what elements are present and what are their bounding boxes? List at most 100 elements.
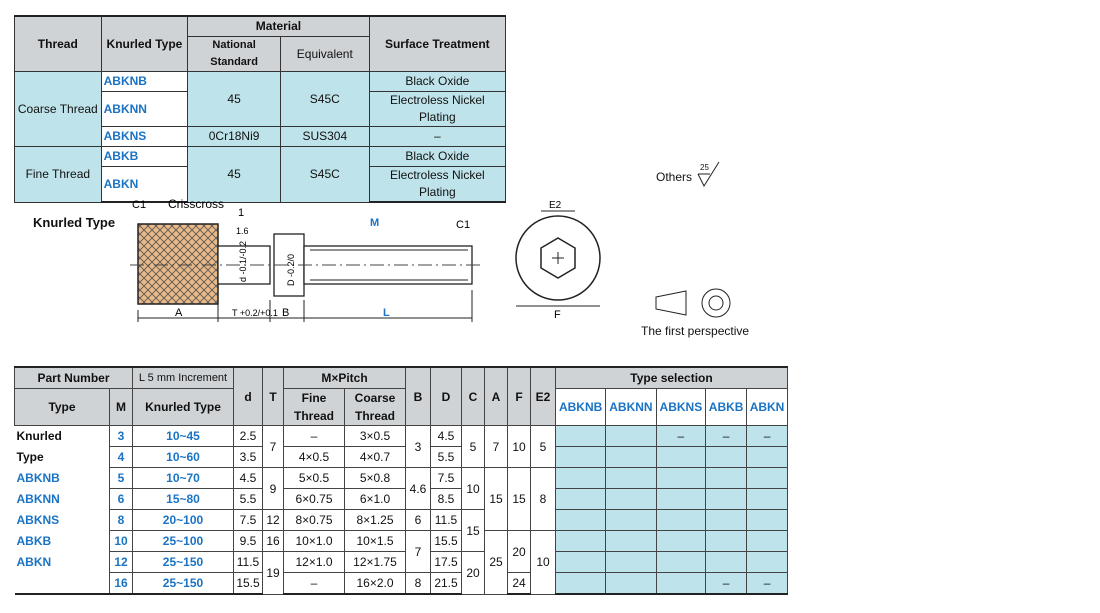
type-select-cell[interactable] [554, 425, 607, 447]
b-cell: 4.6 [405, 467, 431, 510]
type-select-cell[interactable] [554, 509, 607, 531]
type-label: Knurled [14, 425, 110, 447]
t-cell: 12 [262, 509, 284, 531]
coarse-cell: 6×1.0 [344, 488, 406, 510]
type-select-cell[interactable] [746, 488, 788, 510]
e2-cell: 8 [530, 467, 556, 531]
type-select-cell[interactable] [605, 467, 657, 489]
type-select-cell[interactable] [655, 488, 707, 510]
type-select-cell[interactable] [554, 446, 607, 468]
surface-cell: Electroless Nickel Plating [368, 91, 507, 127]
type-select-cell[interactable] [746, 446, 788, 468]
c-cell: 5 [461, 425, 485, 468]
header-part-number: Part Number [14, 366, 133, 389]
coarse-cell: 5×0.8 [344, 467, 406, 489]
dim-one: 1 [238, 207, 244, 219]
code-cell: ABKB [100, 146, 189, 167]
m-cell: 16 [109, 572, 133, 595]
type-select-cell[interactable] [705, 509, 748, 531]
d-cell: 4.5 [233, 467, 263, 489]
type-select-cell[interactable] [554, 551, 607, 573]
header-a: A [484, 366, 508, 426]
type-select-cell[interactable] [746, 467, 788, 489]
range-cell: 10~60 [132, 446, 234, 468]
spec-table: Part Number L 5 mm Increment d T M×Pitch… [14, 366, 788, 595]
type-label: ABKB [14, 530, 110, 552]
b-cell: 8 [405, 572, 431, 595]
f-cell: 15 [507, 467, 531, 531]
dim-E2: E2 [549, 200, 562, 211]
type-select-cell[interactable] [746, 530, 788, 552]
fine-cell: 6×0.75 [283, 488, 345, 510]
D-cell: 4.5 [430, 425, 462, 447]
coarse-cell: 12×1.75 [344, 551, 406, 573]
m-cell: 5 [109, 467, 133, 489]
d-cell: 15.5 [233, 572, 263, 595]
coarse-cell: 10×1.5 [344, 530, 406, 552]
type-select-cell[interactable] [605, 530, 657, 552]
m-cell: 12 [109, 551, 133, 573]
type-select-cell[interactable] [705, 467, 748, 489]
type-select-cell[interactable] [605, 572, 657, 595]
type-col-abkn: ABKN [746, 388, 788, 426]
coarse-cell: 16×2.0 [344, 572, 406, 595]
dim-T: T +0.2/+0.1 [232, 308, 278, 318]
national-cell: 45 [187, 71, 281, 127]
header-national-standard: National Standard [187, 36, 281, 72]
D-cell: 11.5 [430, 509, 462, 531]
type-select-cell[interactable] [655, 467, 707, 489]
header-c: C [461, 366, 485, 426]
e2-cell: 10 [530, 530, 556, 595]
type-select-cell[interactable] [655, 572, 707, 595]
header-thread: Thread [14, 15, 102, 72]
type-label: ABKNS [14, 509, 110, 531]
type-select-cell[interactable] [746, 509, 788, 531]
type-label: ABKN [14, 551, 110, 573]
D-cell: 15.5 [430, 530, 462, 552]
type-select-cell[interactable] [554, 572, 607, 595]
dim-L: L [383, 307, 390, 319]
code-cell: ABKNN [100, 91, 189, 127]
type-select-cell[interactable] [554, 467, 607, 489]
header-f: F [507, 366, 531, 426]
roughness-icon [697, 161, 720, 188]
surface-cell: – [368, 126, 507, 147]
range-cell: 10~45 [132, 425, 234, 447]
group-thread: Fine Thread [14, 146, 102, 203]
type-select-cell[interactable] [605, 509, 657, 531]
type-select-cell[interactable] [655, 509, 707, 531]
type-select-cell[interactable] [705, 446, 748, 468]
others-value: 25 [700, 163, 709, 172]
knurled-head [137, 223, 219, 305]
range-cell: 25~150 [132, 551, 234, 573]
c-cell: 15 [461, 509, 485, 552]
header-b: B [405, 366, 431, 426]
a-cell: 25 [484, 530, 508, 595]
group-thread: Coarse Thread [14, 71, 102, 147]
coarse-cell: 8×1.25 [344, 509, 406, 531]
type-select-cell[interactable] [605, 551, 657, 573]
header-m-pitch: M×Pitch [283, 366, 406, 389]
type-select-cell[interactable] [605, 425, 657, 447]
type-select-cell[interactable] [705, 488, 748, 510]
type-select-cell[interactable] [705, 551, 748, 573]
header-e2: E2 [530, 366, 556, 426]
type-select-cell[interactable] [746, 551, 788, 573]
type-select-cell[interactable] [655, 530, 707, 552]
fine-cell: 8×0.75 [283, 509, 345, 531]
type-select-cell[interactable] [605, 488, 657, 510]
type-select-cell[interactable] [655, 446, 707, 468]
material-table: Thread Knurled Type Material Surface Tre… [14, 15, 507, 203]
type-unavailable-cell: – [746, 425, 788, 447]
m-cell: 8 [109, 509, 133, 531]
d-cell: 5.5 [233, 488, 263, 510]
m-cell: 10 [109, 530, 133, 552]
type-select-cell[interactable] [705, 530, 748, 552]
fine-cell: 5×0.5 [283, 467, 345, 489]
D-cell: 7.5 [430, 467, 462, 489]
type-select-cell[interactable] [554, 530, 607, 552]
type-select-cell[interactable] [554, 488, 607, 510]
type-select-cell[interactable] [605, 446, 657, 468]
surface-cell: Black Oxide [368, 71, 507, 92]
type-select-cell[interactable] [655, 551, 707, 573]
